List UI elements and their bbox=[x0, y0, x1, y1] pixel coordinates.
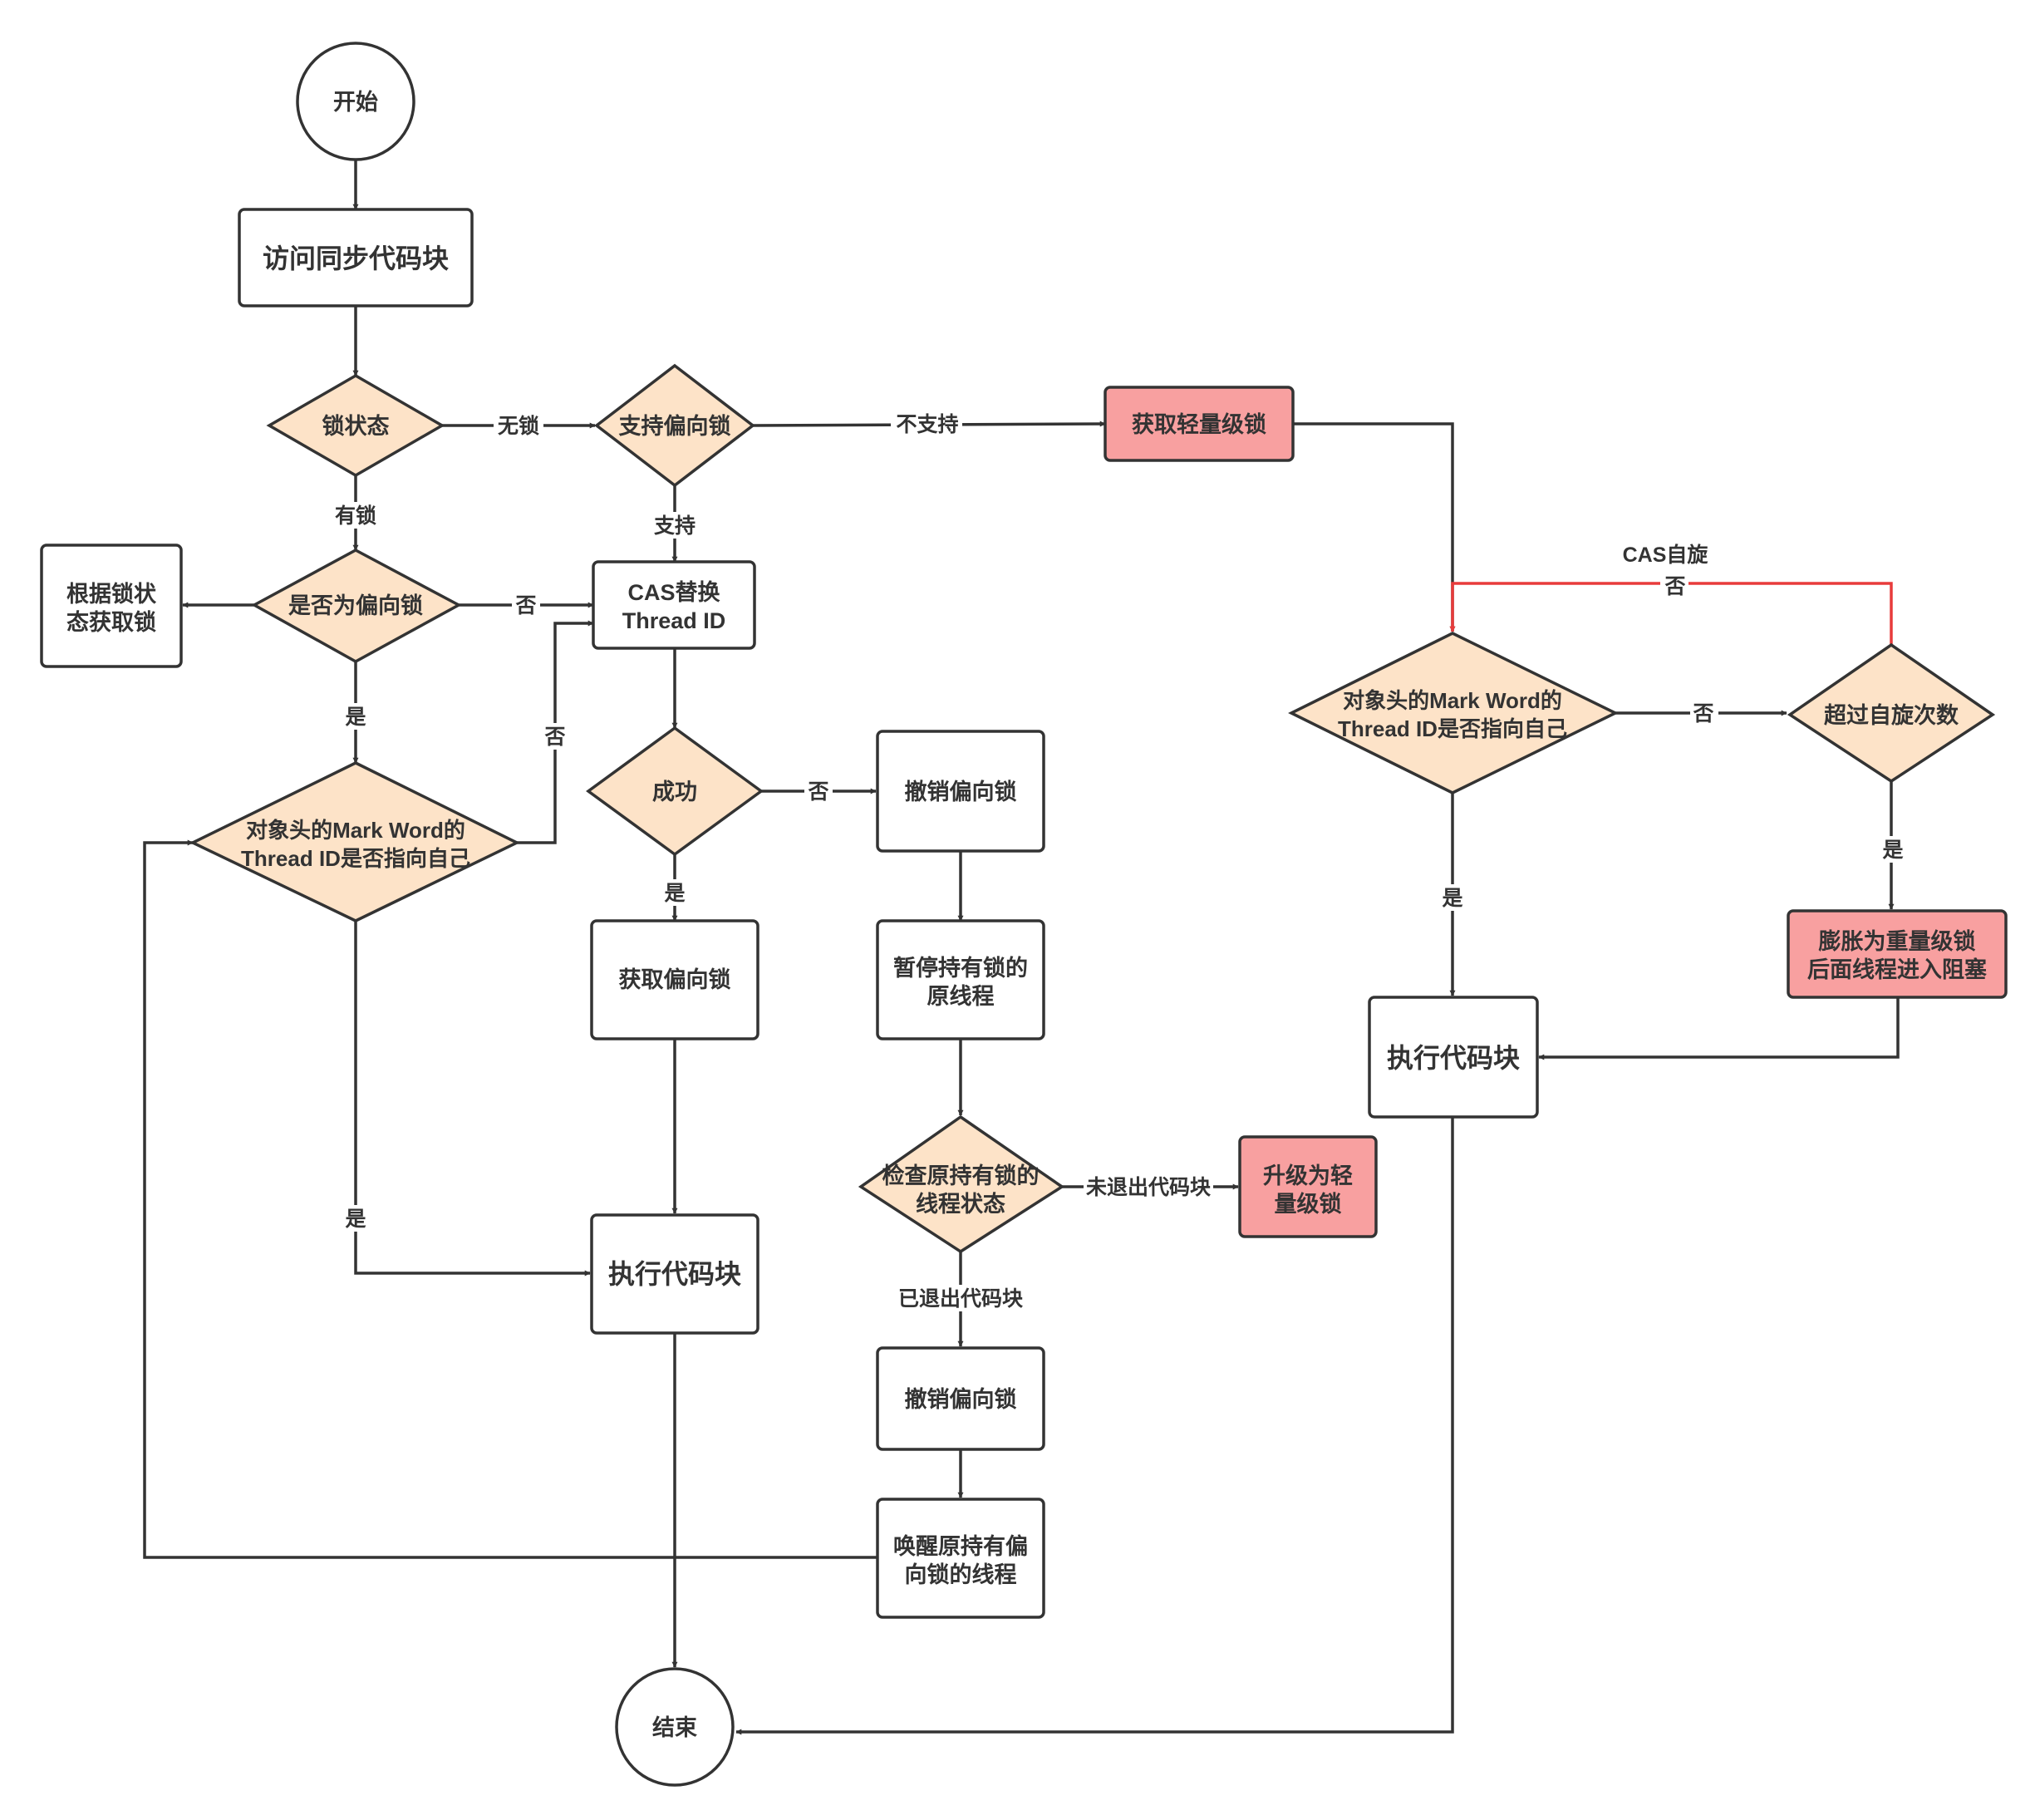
edge-execright-end bbox=[735, 1117, 1454, 1735]
revoke-biased-1-node bbox=[876, 730, 1045, 853]
end-node bbox=[615, 1667, 735, 1787]
revoke-biased-2-node bbox=[876, 1346, 1045, 1451]
get-biased-label: 获取偏向锁 bbox=[619, 967, 731, 992]
inflate-heavy-node bbox=[1787, 909, 2008, 999]
wake-thread-node bbox=[876, 1498, 1045, 1619]
get-lightweight-node bbox=[1104, 386, 1295, 462]
label-no-markword-left: 否 bbox=[543, 726, 565, 749]
access-block-node bbox=[238, 208, 474, 307]
label-not-exited: 未退出代码块 bbox=[1086, 1176, 1211, 1199]
label-no-lock: 无锁 bbox=[498, 414, 539, 438]
get-by-state-label-1: 根据锁状 bbox=[66, 581, 157, 607]
check-thread-node bbox=[858, 1114, 1065, 1254]
get-biased-node bbox=[590, 919, 759, 1040]
inflate-heavy-label-1: 膨胀为重量级锁 bbox=[1819, 928, 1976, 954]
label-support: 支持 bbox=[654, 514, 696, 538]
label-cas-spin: CAS自旋 bbox=[1623, 544, 1709, 567]
nodes: 开始 访问同步代码块 锁状态 支持偏向锁 获取轻量级锁 根据锁状 态获取锁 是否… bbox=[40, 42, 2008, 1787]
pause-thread-label-2: 原线程 bbox=[927, 984, 995, 1009]
is-biased-node bbox=[251, 548, 462, 663]
label-exited: 已退出代码块 bbox=[898, 1287, 1023, 1311]
markword-left-node bbox=[189, 761, 520, 922]
label-no-success: 否 bbox=[807, 780, 828, 804]
access-block-label: 访问同步代码块 bbox=[263, 243, 449, 273]
get-by-state-node bbox=[40, 544, 183, 668]
inflate-heavy-label-2: 后面线程进入阻塞 bbox=[1807, 957, 1987, 982]
edge-labels: 无锁 不支持 有锁 支持 否 是 否 否 是 是 未退出代码块 已退出代码块 C… bbox=[331, 411, 1908, 1311]
markword-left-label-2: Thread ID是否指向自己 bbox=[241, 846, 470, 871]
cas-replace-label-2: Thread ID bbox=[622, 608, 726, 633]
lock-state-label: 锁状态 bbox=[322, 413, 390, 439]
label-no-spin: 否 bbox=[1664, 575, 1685, 598]
exec-left-node bbox=[590, 1213, 759, 1335]
edge-inflate-exec bbox=[1538, 997, 1900, 1060]
edge-markword-exec bbox=[354, 921, 591, 1276]
label-yes-markword-right: 是 bbox=[1442, 887, 1462, 910]
lock-state-node bbox=[266, 373, 445, 478]
upgrade-lightweight-node bbox=[1238, 1135, 1378, 1238]
success-node bbox=[586, 726, 764, 857]
pause-thread-node bbox=[876, 919, 1045, 1040]
label-no-isbiased: 否 bbox=[514, 594, 536, 617]
get-lightweight-label: 获取轻量级锁 bbox=[1132, 411, 1266, 437]
get-by-state-label-2: 态获取锁 bbox=[66, 609, 156, 635]
revoke-biased-2-label: 撤销偏向锁 bbox=[905, 1386, 1017, 1412]
wake-thread-label-1: 唤醒原持有偏 bbox=[893, 1534, 1028, 1559]
edge-lightweight-markword bbox=[1293, 422, 1456, 632]
edge-wake-markword bbox=[143, 839, 877, 1559]
exec-right-node bbox=[1368, 996, 1539, 1119]
cas-replace-node bbox=[592, 560, 756, 650]
is-biased-label: 是否为偏向锁 bbox=[288, 593, 423, 618]
label-yes-exceed: 是 bbox=[1882, 839, 1903, 862]
markword-right-node bbox=[1288, 632, 1619, 794]
end-label: 结束 bbox=[652, 1715, 697, 1740]
exec-right-label: 执行代码块 bbox=[1387, 1043, 1520, 1073]
revoke-biased-1-label: 撤销偏向锁 bbox=[905, 779, 1017, 804]
success-label: 成功 bbox=[652, 780, 697, 804]
exceed-spin-node bbox=[1787, 642, 1996, 784]
check-thread-label-2: 线程状态 bbox=[916, 1192, 1005, 1217]
label-yes-markword-left: 是 bbox=[345, 1208, 366, 1231]
cas-replace-label-1: CAS替换 bbox=[627, 580, 720, 605]
label-not-support: 不支持 bbox=[896, 413, 958, 436]
start-label: 开始 bbox=[333, 89, 378, 115]
markword-right-label-1: 对象头的Mark Word的 bbox=[1343, 688, 1562, 713]
label-has-lock: 有锁 bbox=[335, 504, 376, 528]
start-node bbox=[296, 42, 415, 161]
check-thread-label-1: 检查原持有锁的 bbox=[882, 1163, 1040, 1188]
label-yes-isbiased: 是 bbox=[345, 706, 366, 729]
wake-thread-label-2: 向锁的线程 bbox=[905, 1562, 1017, 1587]
upgrade-lightweight-label-1: 升级为轻 bbox=[1263, 1163, 1353, 1188]
upgrade-lightweight-label-2: 量级锁 bbox=[1275, 1191, 1342, 1217]
pause-thread-label-1: 暂停持有锁的 bbox=[893, 955, 1028, 981]
support-biased-node bbox=[594, 363, 755, 488]
markword-left-label-1: 对象头的Mark Word的 bbox=[246, 818, 465, 843]
exceed-spin-label: 超过自旋次数 bbox=[1824, 702, 1959, 728]
markword-right-label-2: Thread ID是否指向自己 bbox=[1338, 716, 1567, 741]
support-biased-label: 支持偏向锁 bbox=[619, 413, 731, 439]
exec-left-label: 执行代码块 bbox=[608, 1259, 741, 1289]
label-yes-success: 是 bbox=[664, 882, 685, 905]
label-no-markword-right: 否 bbox=[1692, 702, 1713, 726]
